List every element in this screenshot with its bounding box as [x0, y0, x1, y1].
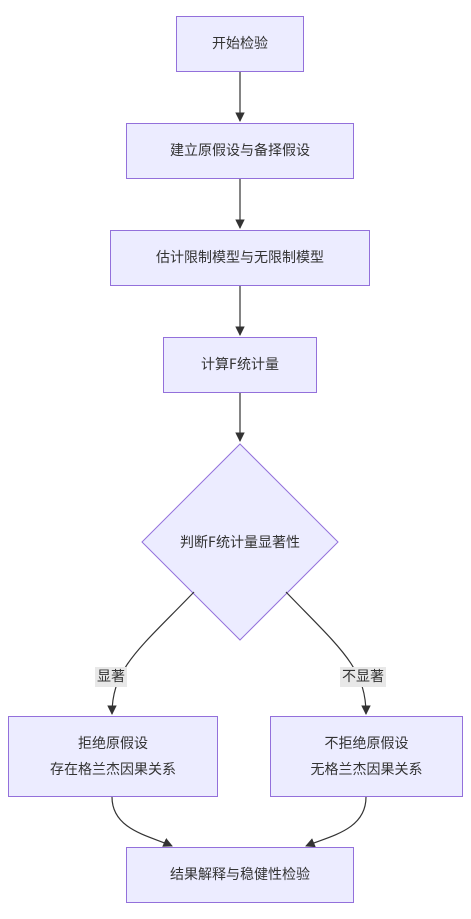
edge-decision-to-accept: [285, 591, 371, 715]
estimate-node-label: 估计限制模型与无限制模型: [156, 250, 324, 266]
edge-label-not-significant: 不显著: [340, 667, 386, 687]
result-node: 结果解释与稳健性检验: [126, 847, 354, 903]
edge-accept-to-result: [305, 796, 367, 848]
decision-label: 判断F统计量显著性: [179, 535, 301, 551]
edge-label-significant: 显著: [95, 667, 127, 687]
start-node: 开始检验: [176, 16, 304, 72]
result-node-label: 结果解释与稳健性检验: [170, 867, 310, 883]
edge-decision-to-reject: [107, 591, 195, 715]
reject-node: 拒绝原假设 存在格兰杰因果关系: [8, 716, 218, 797]
compute-node: 计算F统计量: [163, 337, 317, 393]
estimate-node: 估计限制模型与无限制模型: [110, 230, 370, 286]
accept-node-line2: 无格兰杰因果关系: [310, 761, 423, 778]
hypotheses-node: 建立原假设与备择假设: [126, 123, 354, 179]
start-node-label: 开始检验: [212, 36, 268, 52]
decision-diamond: [141, 443, 339, 641]
compute-node-label: 计算F统计量: [200, 357, 280, 373]
reject-node-line1: 拒绝原假设: [78, 735, 148, 752]
hypotheses-node-label: 建立原假设与备择假设: [170, 143, 310, 159]
edge-reject-to-result: [111, 796, 173, 847]
accept-node: 不拒绝原假设 无格兰杰因果关系: [270, 716, 463, 797]
accept-node-line1: 不拒绝原假设: [324, 735, 409, 752]
reject-node-line2: 存在格兰杰因果关系: [50, 761, 176, 778]
